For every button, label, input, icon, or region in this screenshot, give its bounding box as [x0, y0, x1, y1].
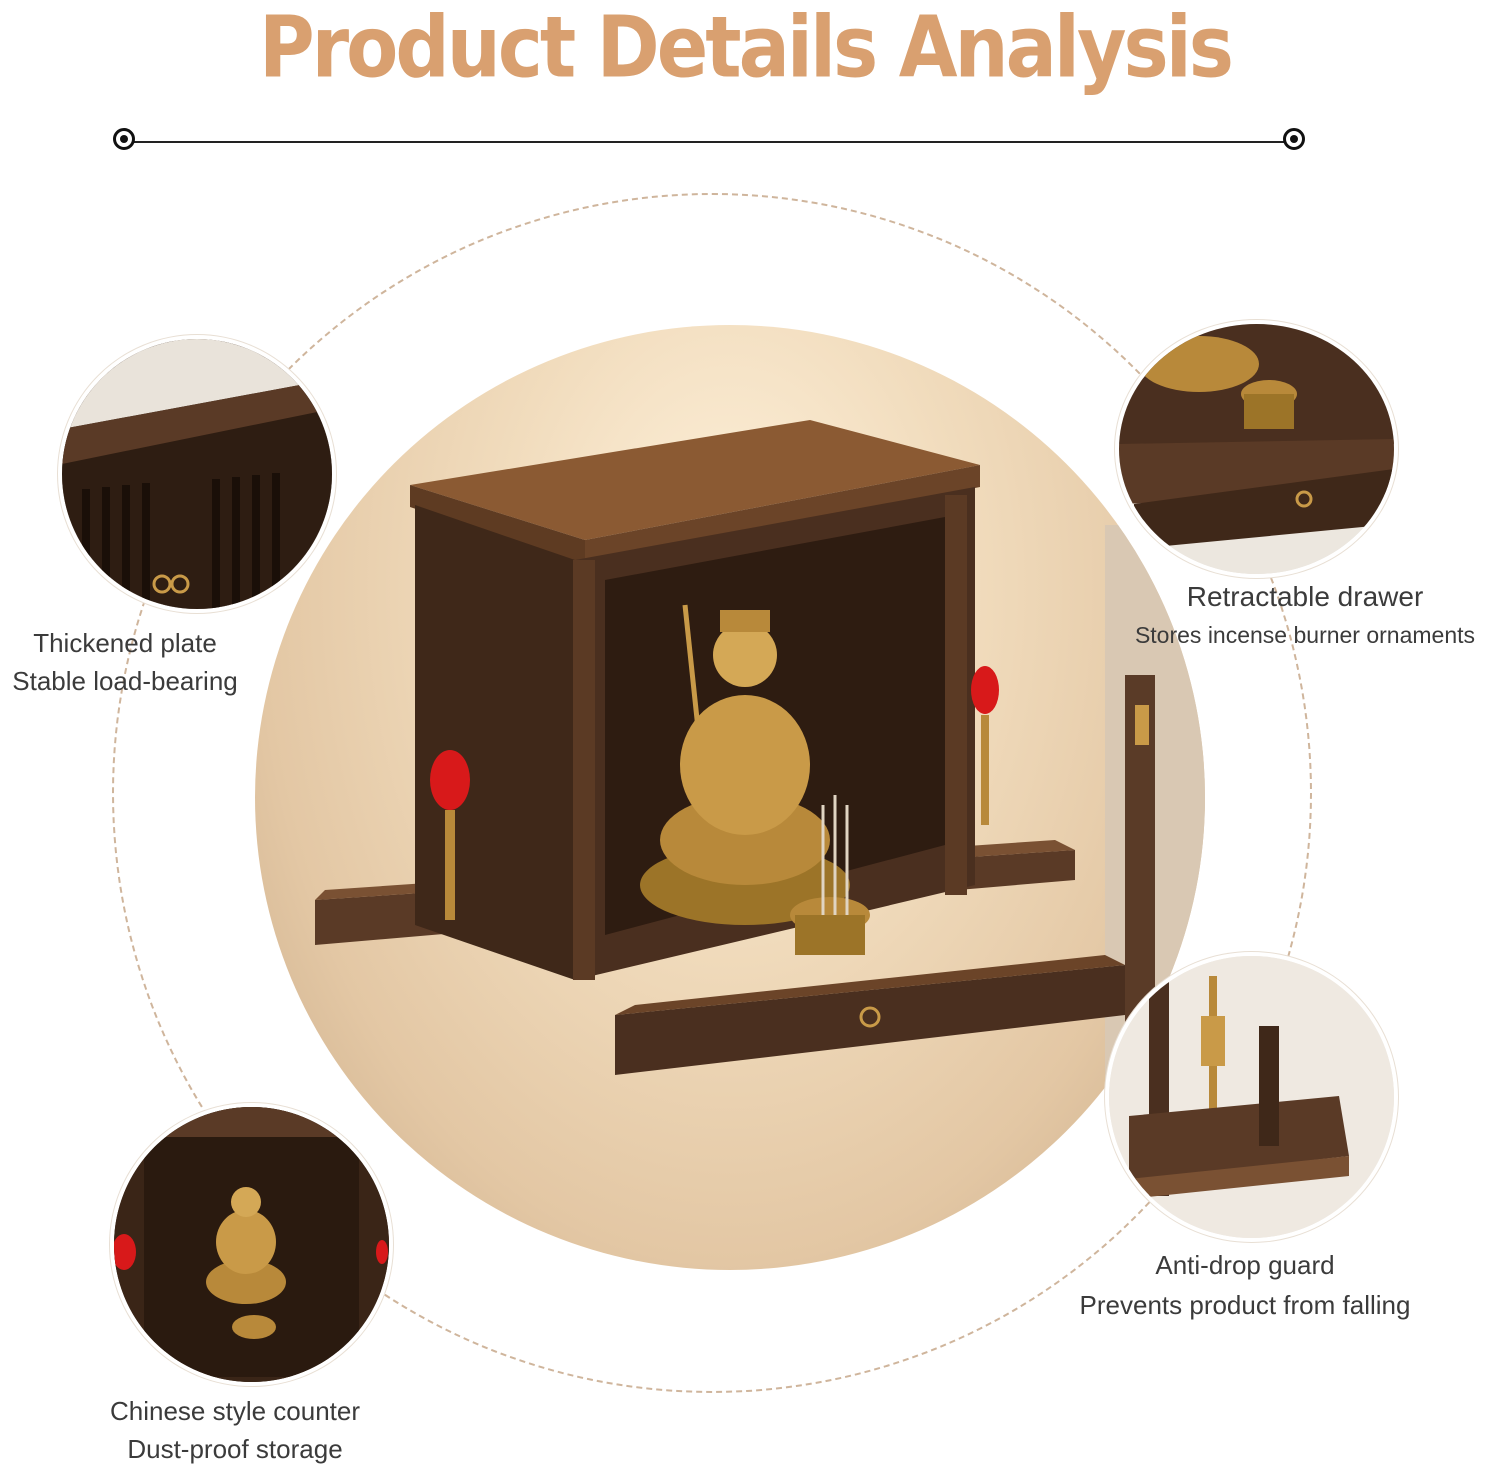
caption-title: Chinese style counter — [109, 1396, 361, 1426]
thickened-plate-illustration — [62, 339, 332, 609]
chinese-counter-illustration — [114, 1107, 389, 1382]
divider-left-dot — [113, 128, 135, 150]
caption-subtitle: Prevents product from falling — [1079, 1290, 1411, 1320]
caption-subtitle: Dust-proof storage — [127, 1434, 343, 1464]
detail-anti-drop-guard-image — [1105, 952, 1398, 1242]
caption-title: Retractable drawer — [1186, 581, 1424, 612]
main-product-image — [255, 325, 1205, 1270]
altar-cabinet-illustration — [315, 420, 1205, 1095]
detail-thickened-plate-image — [58, 335, 336, 613]
caption-chinese-counter: Chinese style counter Dust-proof storage — [80, 1392, 390, 1468]
caption-subtitle: Stores incense burner ornaments — [1134, 622, 1476, 648]
divider-line — [127, 141, 1291, 143]
decorative-dashed-ring — [112, 193, 1312, 1393]
caption-title: Anti-drop guard — [1155, 1250, 1335, 1280]
caption-retractable-drawer: Retractable drawer Stores incense burner… — [1115, 578, 1490, 654]
caption-anti-drop-guard: Anti-drop guard Prevents product from fa… — [1040, 1245, 1450, 1325]
caption-title: Thickened plate — [33, 628, 217, 658]
page-title: Product Details Analysis — [258, 0, 1234, 97]
caption-thickened-plate: Thickened plate Stable load-bearing — [0, 624, 250, 700]
title-divider — [113, 126, 1305, 156]
detail-chinese-counter-image — [110, 1103, 393, 1386]
retractable-drawer-illustration — [1119, 324, 1394, 574]
anti-drop-guard-illustration — [1109, 956, 1394, 1238]
divider-right-dot — [1283, 128, 1305, 150]
caption-subtitle: Stable load-bearing — [12, 666, 238, 696]
detail-retractable-drawer-image — [1115, 320, 1398, 578]
